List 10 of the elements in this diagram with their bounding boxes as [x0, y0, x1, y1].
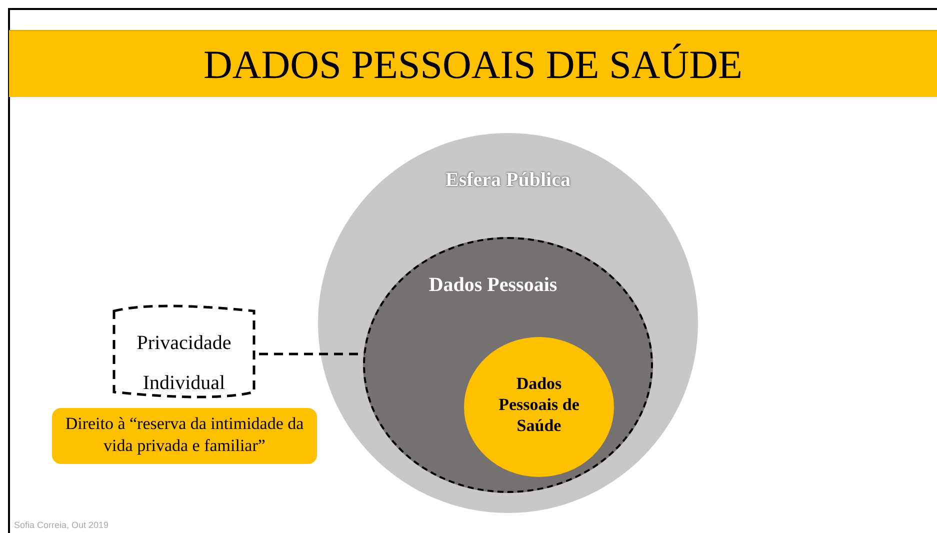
- circle-label: Dados Pessoais de Saúde: [498, 373, 580, 436]
- circle-label: Esfera Pública: [444, 169, 572, 192]
- rounded-box: [52, 408, 317, 464]
- box-label: Privacidade Individual: [136, 331, 232, 396]
- wavy-dashed-box: [110, 303, 258, 400]
- title: DADOS PESSOAIS DE SAÚDE: [202, 41, 744, 88]
- author-credit: Sofia Correia, Out 2019: [14, 520, 109, 530]
- dashed-connector: [259, 352, 365, 356]
- box-text: Direito à “reserva da intimidade da vida privada e familiar”: [64, 413, 305, 457]
- circle-label: Dados Pessoais: [428, 274, 558, 297]
